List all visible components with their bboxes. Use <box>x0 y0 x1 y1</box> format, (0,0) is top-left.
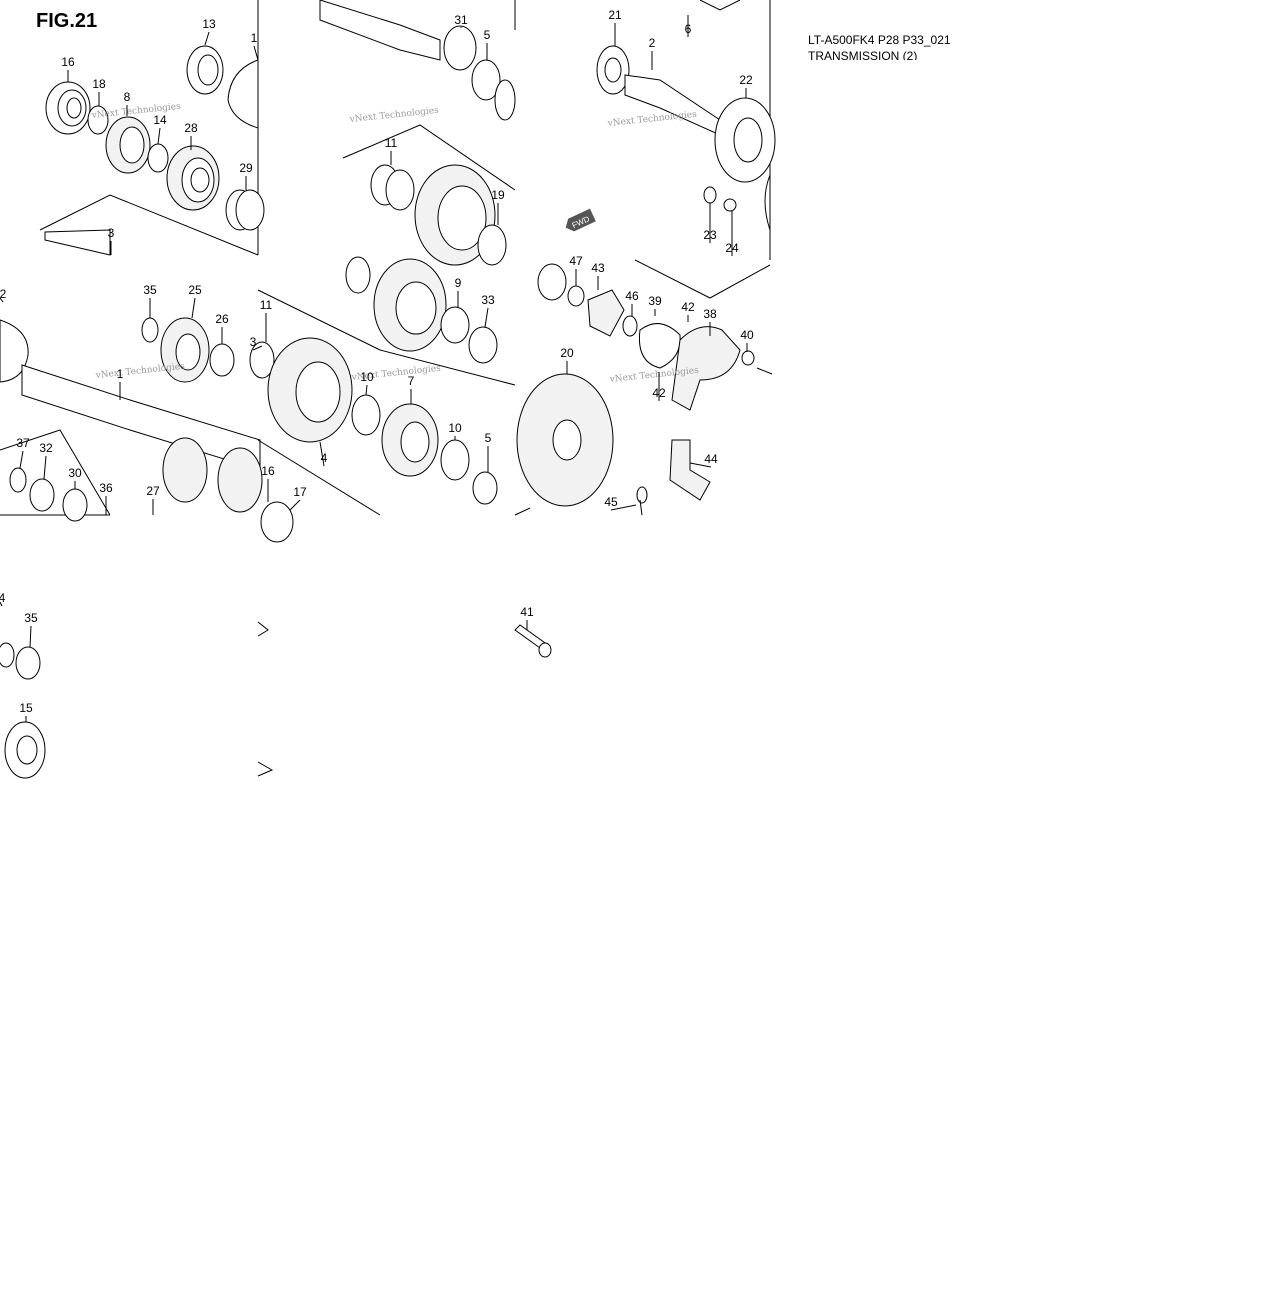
part-callout-label: 23 <box>703 228 717 242</box>
part-callout-label: 32 <box>39 441 53 455</box>
needle-bearing-part <box>225 189 265 231</box>
part-callout-label: 10 <box>360 370 374 384</box>
leader-line <box>484 307 489 328</box>
part-callout-label: 25 <box>188 283 202 297</box>
part-callout-label: 42 <box>681 300 695 314</box>
part-callout-label: 31 <box>454 13 468 27</box>
model-code: LT-A500FK4 P28 P33_021 <box>808 33 951 47</box>
part-callout-label: 29 <box>239 161 253 175</box>
panel-top-left <box>39 45 265 256</box>
part-callout-label: 14 <box>153 113 167 127</box>
part-callout-label: 40 <box>740 328 754 342</box>
part-callout-label: 38 <box>703 307 717 321</box>
part-callout-label: 5 <box>485 431 492 445</box>
leader-line <box>610 504 637 511</box>
part-callout-label: 20 <box>560 346 574 360</box>
leader-line <box>157 127 161 145</box>
leader-line <box>204 31 210 46</box>
part-callout-label: 8 <box>124 90 131 104</box>
watermark: vNext Technologies <box>606 110 697 129</box>
leader-line <box>191 297 196 319</box>
part-callout-label: 4 <box>0 591 6 605</box>
part-callout-label: 26 <box>215 312 229 326</box>
part-callout-label: 37 <box>16 436 30 450</box>
part-callout-label: 47 <box>569 254 583 268</box>
part-callout-label: 46 <box>625 289 639 303</box>
watermark: vNext Technologies <box>94 362 185 381</box>
watermark: vNext Technologies <box>90 102 181 121</box>
part-callout-label: 35 <box>24 611 38 625</box>
leader-line <box>29 625 32 648</box>
panel-top-middle: FWD <box>319 0 596 266</box>
part-callout-label: 9 <box>455 276 462 290</box>
hub-part <box>166 145 220 211</box>
part-callout-label: 22 <box>739 73 753 87</box>
part-callout-label: 33 <box>481 293 495 307</box>
part-callout-label: 6 <box>685 22 692 36</box>
part-callout-label: 10 <box>448 421 462 435</box>
leader-line <box>319 441 325 467</box>
leader-line <box>365 384 368 396</box>
part-callout-label: 11 <box>260 298 273 312</box>
leader-line <box>689 462 712 468</box>
part-callout-label: 36 <box>99 481 113 495</box>
leader-line <box>289 499 301 511</box>
part-callout-label: 7 <box>408 374 415 388</box>
part-callout-label: 41 <box>520 605 534 619</box>
watermark: vNext Technologies <box>348 106 439 125</box>
part-callout-label: 2 <box>649 36 656 50</box>
part-callout-label: 21 <box>608 8 622 22</box>
panel-middle <box>0 256 773 543</box>
leader-line <box>0 601 3 607</box>
part-callout-label: 16 <box>61 55 75 69</box>
leader-line <box>43 455 47 480</box>
part-callout-label: 27 <box>146 484 160 498</box>
panel-top-right <box>596 0 776 299</box>
part-callout-label: 5 <box>484 28 491 42</box>
part-callout-label: 2 <box>0 287 7 301</box>
part-callout-label: 45 <box>604 495 618 509</box>
part-callout-label: 42 <box>652 386 666 400</box>
part-callout-label: 18 <box>92 77 106 91</box>
part-callout-label: 17 <box>293 485 307 499</box>
part-callout-label: 15 <box>19 701 33 715</box>
part-callout-label: 28 <box>184 121 198 135</box>
part-callout-label: 11 <box>385 136 398 150</box>
leader-line <box>0 297 4 303</box>
part-callout-label: 30 <box>68 466 82 480</box>
leader-line <box>253 45 259 61</box>
part-callout-label: 43 <box>591 261 605 275</box>
part-callout-label: 1 <box>251 31 258 45</box>
part-callout-label: 13 <box>202 17 216 31</box>
gear-part <box>105 116 151 174</box>
part-callout-label: 19 <box>491 188 505 202</box>
part-callout-label: 44 <box>704 452 718 466</box>
part-callout-label: 16 <box>261 464 275 478</box>
fwd-arrow-icon: FWD <box>565 208 596 232</box>
panel-lower <box>0 621 552 779</box>
figure-label: FIG.21 <box>36 10 98 32</box>
part-callout-label: 35 <box>143 283 157 297</box>
section-title: TRANSMISSION (2) <box>808 49 918 60</box>
part-callout-label: 1 <box>117 367 124 381</box>
part-callout-label: 3 <box>108 226 115 240</box>
leader-line <box>19 450 24 469</box>
part-callout-label: 39 <box>648 294 662 308</box>
part-callout-label: 24 <box>725 241 739 255</box>
oil-seal-part <box>186 45 224 95</box>
part-callout-label: 3 <box>250 335 257 349</box>
part-callout-label: 4 <box>321 451 328 465</box>
bearing-part <box>45 81 91 135</box>
leader-line <box>252 345 263 351</box>
